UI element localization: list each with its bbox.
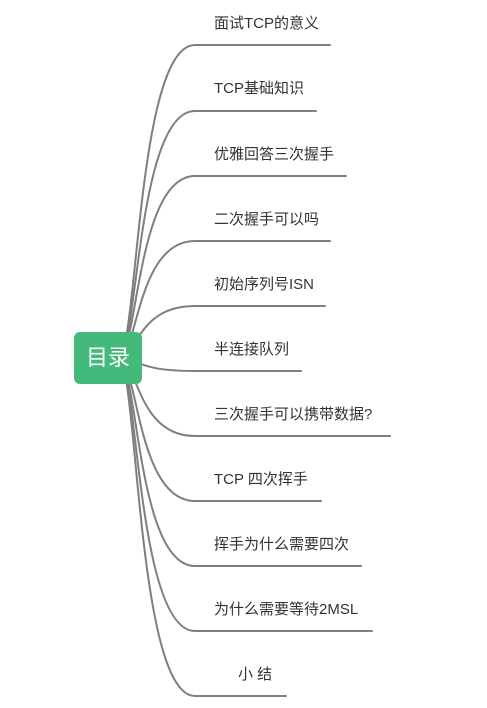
topic-initial-isn[interactable]: 初始序列号ISN <box>214 276 315 293</box>
branch-three-way-handshake <box>117 175 347 359</box>
topic-three-way-handshake[interactable]: 优雅回答三次握手 <box>214 146 335 163</box>
topic-two-way-handshake[interactable]: 二次握手可以吗 <box>214 211 320 228</box>
topic-handshake-data[interactable]: 三次握手可以携带数据? <box>214 406 373 423</box>
topic-syn-queue[interactable]: 半连接队列 <box>214 341 290 358</box>
topic-four-way-wave[interactable]: TCP 四次挥手 <box>214 471 308 488</box>
root-node-catalog[interactable]: 目录 <box>74 332 142 384</box>
branch-why-2msl <box>117 357 373 632</box>
topic-tcp-significance[interactable]: 面试TCP的意义 <box>214 15 320 32</box>
topic-summary[interactable]: 小 结 <box>238 666 273 683</box>
topic-why-2msl[interactable]: 为什么需要等待2MSL <box>214 601 359 618</box>
branch-handshake-data <box>117 357 391 437</box>
branch-why-four-waves <box>117 357 362 567</box>
topic-why-four-waves[interactable]: 挥手为什么需要四次 <box>214 536 350 553</box>
topic-tcp-basics[interactable]: TCP基础知识 <box>214 80 305 97</box>
branch-syn-queue <box>117 357 302 372</box>
